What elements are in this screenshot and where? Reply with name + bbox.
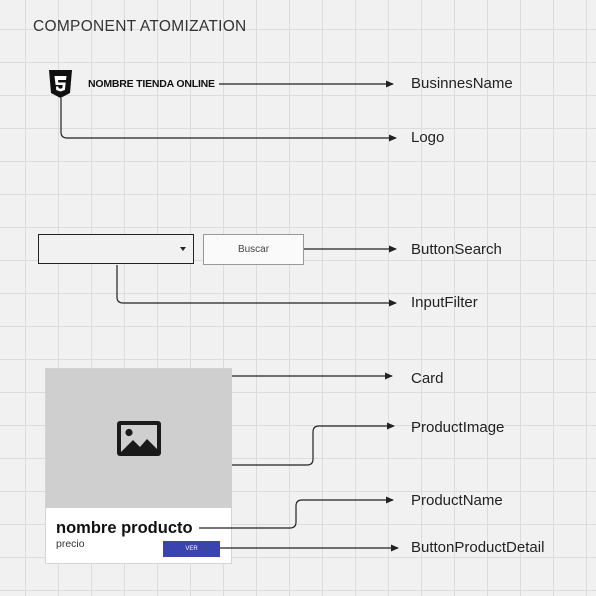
arrow-product-name bbox=[199, 496, 394, 529]
label-button-search: ButtonSearch bbox=[411, 241, 502, 258]
label-business-name: BusinnesName bbox=[411, 75, 513, 92]
caret-down-icon bbox=[180, 247, 186, 251]
store-name: NOMBRE TIENDA ONLINE bbox=[88, 78, 215, 90]
arrow-product-image bbox=[232, 422, 395, 466]
css3-shield-icon bbox=[49, 70, 72, 98]
product-card[interactable]: nombre producto precio VER bbox=[45, 368, 232, 564]
product-detail-button[interactable]: VER bbox=[163, 541, 220, 557]
label-input-filter: InputFilter bbox=[411, 294, 478, 311]
search-button[interactable]: Buscar bbox=[203, 234, 304, 265]
product-image bbox=[46, 369, 232, 508]
image-icon bbox=[117, 421, 161, 456]
product-name: nombre producto bbox=[56, 519, 193, 537]
label-product-image: ProductImage bbox=[411, 419, 505, 436]
label-button-product-detail: ButtonProductDetail bbox=[411, 539, 545, 556]
arrow-logo bbox=[60, 98, 397, 142]
arrow-input-filter bbox=[116, 265, 397, 307]
product-price: precio bbox=[56, 538, 85, 550]
label-logo: Logo bbox=[411, 129, 445, 146]
filter-select[interactable] bbox=[38, 234, 194, 264]
label-card: Card bbox=[411, 370, 444, 387]
label-product-name: ProductName bbox=[411, 492, 503, 509]
diagram-title: COMPONENT ATOMIZATION bbox=[33, 18, 247, 35]
